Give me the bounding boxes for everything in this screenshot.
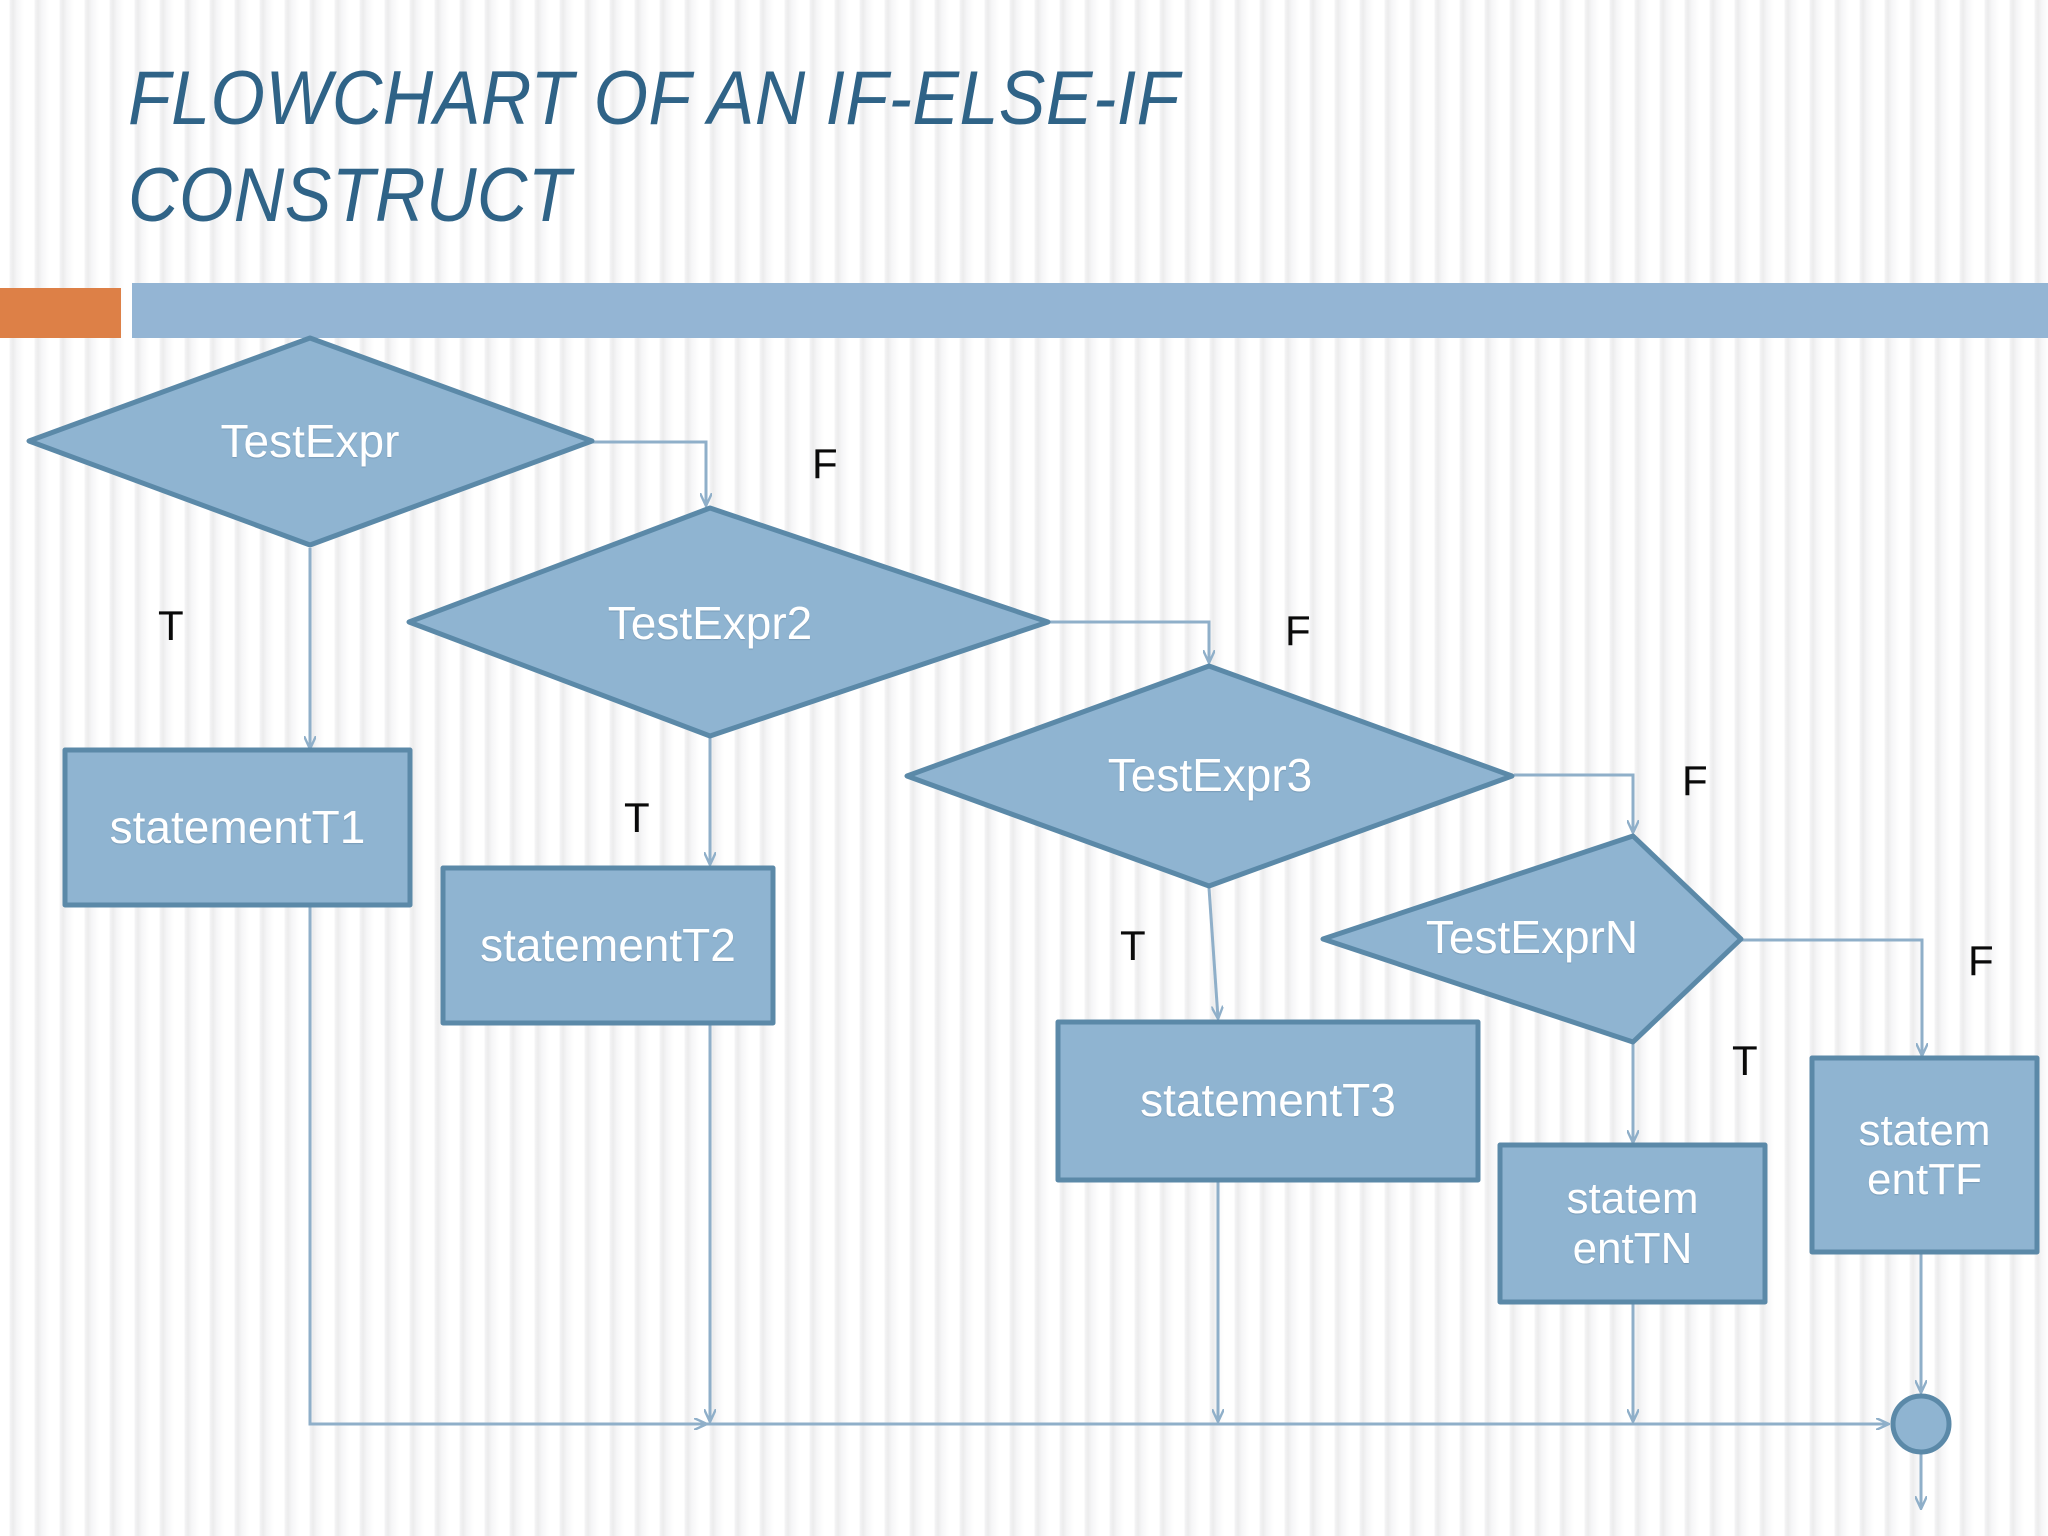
decision-testexpr2[interactable] [406,505,1051,739]
connector-group: statementT1 --> TestExpr2 --> statementT… [308,440,1922,1508]
connector-testexpr3-false [1514,773,1633,832]
edge-label-testexpr2-false: F [1285,607,1311,654]
title-block: FLOWCHART OF AN IF-ELSE-IF CONSTRUCT [128,50,1628,245]
terminal-merge-node[interactable] [1890,1393,1952,1455]
process-statementtn[interactable] [1497,1142,1768,1305]
accent-bar-orange [0,288,121,338]
process-statementt3[interactable] [1055,1019,1481,1183]
process-statementt1[interactable] [62,747,413,908]
shape-group [26,335,2040,1455]
edge-label-testexprn-false: F [1968,937,1994,984]
connector-testexpr2-false [1048,620,1209,662]
decision-testexpr[interactable] [26,335,595,548]
connector-statementt1-merge [308,906,706,1424]
connector-testexprn-false [1742,938,1922,1055]
connector-testexpr3-true [1207,887,1218,1018]
process-statementtf[interactable] [1809,1055,2040,1255]
edge-label-testexpr-true: T [158,602,184,649]
decision-testexprn[interactable] [1320,833,1744,1045]
edge-label-testexpr-false: F [812,440,838,487]
edge-label-testexpr2-true: T [624,794,650,841]
edge-label-testexpr3-true: T [1120,922,1146,969]
decision-testexpr3[interactable] [904,663,1515,889]
page-title: FLOWCHART OF AN IF-ELSE-IF CONSTRUCT [128,56,1199,239]
connector-testexpr-false [592,440,706,505]
edge-label-testexpr3-false: F [1682,757,1708,804]
process-statementt2[interactable] [440,865,776,1026]
edge-label-testexprn-true: T [1732,1037,1758,1084]
accent-bar-blue [132,283,2048,338]
